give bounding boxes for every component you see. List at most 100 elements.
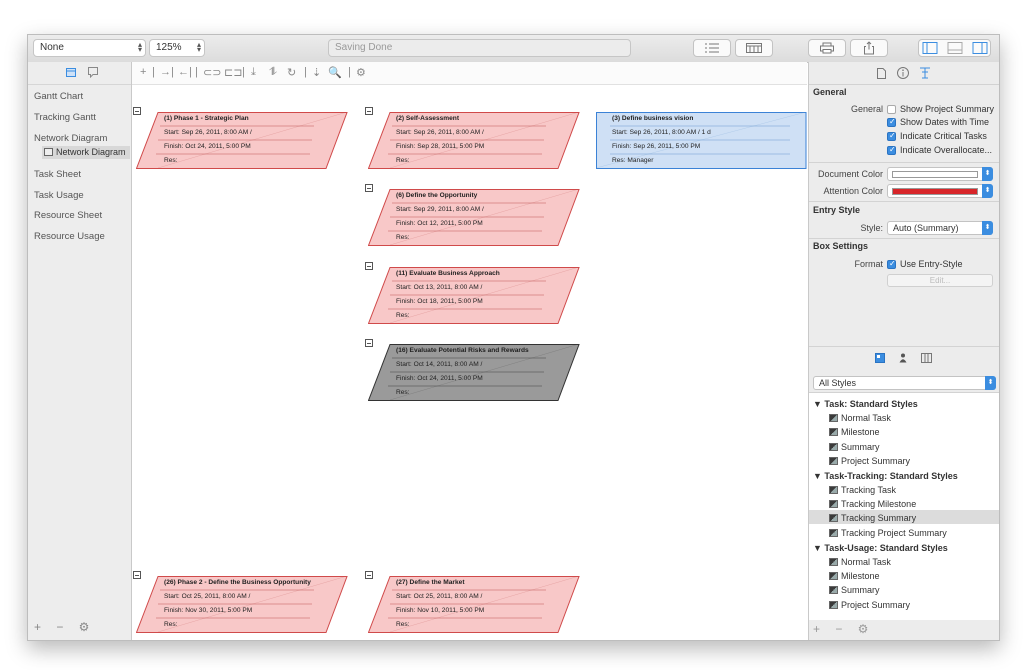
style-item[interactable]: Normal Task [829,557,891,567]
outline-view-button[interactable] [693,39,731,57]
show-project-summary-checkbox[interactable] [887,105,896,114]
task-node[interactable]: (26) Phase 2 - Define the Business Oppor… [136,576,348,633]
style-item[interactable]: Normal Task [829,413,891,423]
disclosure-triangle-icon[interactable]: ▼ [813,471,825,481]
app-window: None ▴▾ 125% ▴▾ Saving Done [27,34,1000,641]
columns-icon[interactable] [921,353,932,363]
sidebar-item-gantt-chart[interactable]: Gantt Chart [34,91,84,102]
views-icon[interactable] [66,68,76,77]
link-icon[interactable]: ⊂⊃ [203,67,222,79]
styles-filter-select[interactable]: All Styles ⬍ [813,376,996,390]
style-group[interactable]: ▼ Task: Standard Styles [813,399,918,409]
disclosure-triangle-icon[interactable]: ▼ [813,543,825,553]
zoom-value: 125% [156,42,182,53]
style-item[interactable]: Tracking Task [829,485,896,495]
sidebar-footer-controls[interactable]: + − ⚙ [34,620,96,634]
style-item[interactable]: Milestone [829,427,880,437]
style-item-label: Normal Task [841,413,891,423]
calendar-icon [746,43,762,53]
indicate-overallocated-checkbox[interactable] [887,145,896,155]
styles-tab-icon[interactable] [875,353,885,363]
style-item[interactable]: Project Summary [829,456,910,466]
style-group-label: Task: Standard Styles [824,399,918,409]
outdent-icon[interactable]: ←| [178,66,192,78]
divider [809,346,999,347]
calendar-view-button[interactable] [735,39,773,57]
document-color-well[interactable]: ⬍ [887,167,993,181]
document-icon[interactable] [877,68,886,79]
sidebar-toggle-icons[interactable] [922,42,988,54]
settings-gear-icon[interactable]: ⚙ [356,67,366,79]
disclosure-triangle-icon[interactable]: ▼ [813,399,825,409]
style-group[interactable]: ▼ Task-Usage: Standard Styles [813,543,948,553]
collapse-toggle-icon[interactable] [133,107,141,115]
style-swatch-icon [829,486,838,494]
sidebar-item-task-sheet[interactable]: Task Sheet [34,169,81,180]
edit-button[interactable]: Edit... [887,274,993,287]
styles-list[interactable]: ▼ Task: Standard Styles Normal Task Mile… [809,392,999,620]
task-node[interactable]: (11) Evaluate Business Approach Start: O… [368,267,580,324]
sidebar-item-resource-usage[interactable]: Resource Usage [34,231,105,242]
indicate-critical-tasks-checkbox[interactable] [887,131,896,141]
style-item[interactable]: Summary [829,585,880,595]
color-swatch [892,188,978,195]
task-resource: Res: Manager [612,157,654,164]
inspector-footer-controls[interactable]: + − ⚙ [813,622,875,636]
sidebar-item-tracking-gantt[interactable]: Tracking Gantt [34,112,96,123]
collapse-toggle-icon[interactable] [365,107,373,115]
share-button[interactable] [850,39,888,57]
sidebar-subitem-network-diagram[interactable]: Network Diagram [42,146,130,159]
style-item[interactable]: Tracking Milestone [829,499,916,509]
indent-icon[interactable]: →| [160,66,174,78]
sidebar-item-resource-sheet[interactable]: Resource Sheet [34,210,103,221]
network-diagram-canvas[interactable]: + | →| ←| | ⊂⊃ ⊏⊐ | ⤓ ⥮ ↻ | ⇣ 🔍 | ⚙ [132,62,807,640]
task-resource: Res: [396,234,410,241]
chevron-updown-icon: ▴▾ [137,40,142,54]
show-dates-with-time-checkbox[interactable] [887,117,896,127]
task-node-shape [368,344,580,401]
task-node[interactable]: (3) Define business vision Start: Sep 26… [596,112,808,169]
level-resource-icon[interactable]: ⥮ [269,66,277,78]
style-swatch-icon [829,601,838,609]
comment-icon[interactable] [88,67,98,78]
sidebar-item-network-diagram[interactable]: Network Diagram [34,133,108,144]
task-node[interactable]: (1) Phase 1 - Strategic Plan Start: Sep … [136,112,348,169]
update-icon[interactable]: ↻ [287,67,297,79]
chevron-updown-icon: ⬍ [982,167,993,181]
style-item[interactable]: Project Summary [829,600,910,610]
chevron-updown-icon: ⬍ [982,184,993,198]
view-select[interactable]: None ▴▾ [33,39,146,57]
style-item-label: Tracking Project Summary [841,528,947,538]
attention-color-well[interactable]: ⬍ [887,184,993,198]
style-label: Style: [860,223,883,233]
collapse-toggle-icon[interactable] [365,571,373,579]
collapse-toggle-icon[interactable] [365,184,373,192]
print-button[interactable] [808,39,846,57]
entry-style-select[interactable]: Auto (Summary) ⬍ [887,221,993,235]
resource-icon[interactable] [899,353,907,363]
scroll-to-task-icon[interactable]: ⇣ [312,67,322,79]
use-entry-style-checkbox[interactable] [887,259,896,269]
add-task-icon[interactable]: + [140,66,147,78]
search-icon[interactable]: 🔍 [328,67,342,79]
style-item[interactable]: Milestone [829,571,880,581]
style-tab-icon[interactable] [919,67,931,79]
collapse-toggle-icon[interactable] [365,262,373,270]
selected-row-highlight [809,510,999,524]
assign-resource-icon[interactable]: ⤓ [251,66,256,78]
style-item[interactable]: Summary [829,442,880,452]
info-icon[interactable] [897,67,909,79]
collapse-toggle-icon[interactable] [365,339,373,347]
task-node[interactable]: (27) Define the Market Start: Oct 25, 20… [368,576,580,633]
zoom-select[interactable]: 125% ▴▾ [149,39,205,57]
format-label: Format [854,259,883,269]
sidebar-item-task-usage[interactable]: Task Usage [34,190,84,201]
task-node[interactable]: (16) Evaluate Potential Risks and Reward… [368,344,580,401]
style-item[interactable]: Tracking Project Summary [829,528,947,538]
collapse-toggle-icon[interactable] [133,571,141,579]
style-group[interactable]: ▼ Task-Tracking: Standard Styles [813,471,958,481]
style-item[interactable]: Tracking Summary [829,513,916,523]
task-node[interactable]: (6) Define the Opportunity Start: Sep 29… [368,189,580,246]
task-node[interactable]: (2) Self-Assessment Start: Sep 26, 2011,… [368,112,580,169]
unlink-icon[interactable]: ⊏⊐ [224,67,243,79]
